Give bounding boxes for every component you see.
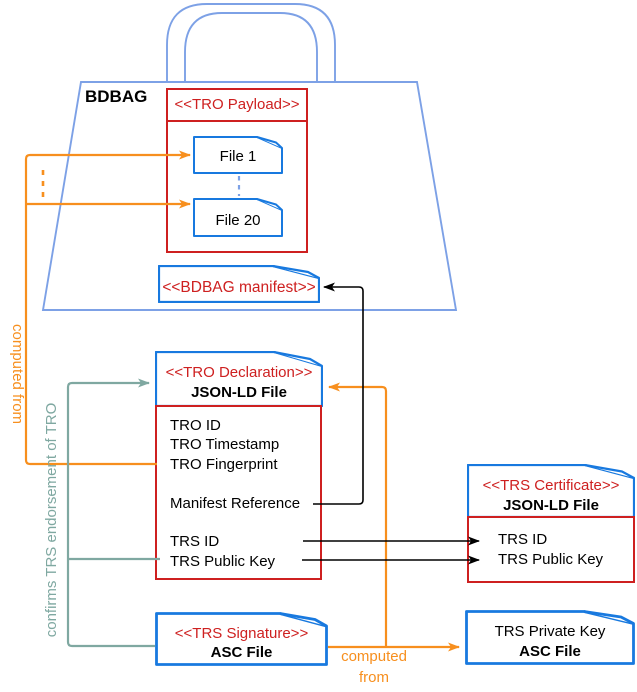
arrow-to-tro-declaration-header bbox=[66, 378, 155, 648]
tro-payload-title: <<TRO Payload>> bbox=[174, 96, 300, 113]
confirms-endorsement-connector[interactable] bbox=[66, 378, 160, 648]
trs-signature-subtitle: ASC File bbox=[210, 644, 273, 661]
file-shape bbox=[155, 612, 328, 666]
dogear-fold-icon bbox=[583, 610, 635, 625]
computed-from-right-connector[interactable] bbox=[328, 382, 460, 652]
file-shape bbox=[465, 610, 635, 665]
bag-handle-outer bbox=[166, 3, 336, 82]
attr-manifest-reference: Manifest Reference bbox=[170, 494, 301, 512]
attr-trs-id: TRS ID bbox=[170, 533, 220, 551]
attr-tro-fingerprint: TRO Fingerprint bbox=[170, 455, 278, 473]
trs-signature-stereotype: <<TRS Signature>> bbox=[174, 625, 309, 642]
tro-declaration-stereotype: <<TRO Declaration>> bbox=[165, 364, 313, 381]
arrow-to-tro-declaration bbox=[328, 382, 388, 647]
dogear-fold-icon bbox=[279, 612, 328, 628]
trs-private-key-subtitle: ASC File bbox=[519, 643, 581, 660]
trs-private-key-title: TRS Private Key bbox=[494, 623, 606, 640]
bag-handle-inner bbox=[184, 12, 318, 82]
attr-spacer bbox=[170, 474, 320, 493]
attr-tro-timestamp: TRO Timestamp bbox=[170, 436, 280, 454]
attr-trs-public-key: TRS Public Key bbox=[498, 551, 604, 568]
confirms-endorsement-label[interactable]: confirms TRS endorsement of TRO bbox=[43, 402, 60, 638]
computed-from-left-label[interactable]: computed from bbox=[9, 324, 26, 425]
attr-trs-public-key: TRS Public Key bbox=[170, 552, 276, 570]
attr-tro-id: TRO ID bbox=[170, 417, 221, 434]
file-20-label: File 20 bbox=[215, 212, 261, 229]
attr-trs-id: TRS ID bbox=[498, 531, 548, 548]
bdbag-manifest-node[interactable]: <<BDBAG manifest>> bbox=[158, 265, 320, 303]
file-shape bbox=[467, 464, 635, 518]
trs-certificate-stereotype: <<TRS Certificate>> bbox=[482, 477, 620, 494]
trs-certificate-subtitle: JSON-LD File bbox=[503, 497, 599, 514]
file-20-node[interactable]: File 20 bbox=[193, 198, 283, 237]
trs-signature-node[interactable]: <<TRS Signature>> ASC File bbox=[155, 612, 328, 666]
trs-certificate-attributes[interactable]: TRS ID TRS Public Key bbox=[467, 516, 635, 583]
tro-declaration-attributes[interactable]: TRO ID TRO Timestamp TRO Fingerprint Man… bbox=[155, 405, 322, 580]
file-1-label: File 1 bbox=[219, 148, 257, 165]
bdbag-manifest-title: <<BDBAG manifest>> bbox=[162, 279, 316, 296]
attr-spacer bbox=[170, 513, 320, 532]
trs-private-key-node[interactable]: TRS Private Key ASC File bbox=[465, 610, 635, 665]
bdbag-label: BDBAG bbox=[85, 87, 148, 106]
computed-from-bottom-label[interactable]: computed from bbox=[341, 648, 407, 686]
file-1-node[interactable]: File 1 bbox=[193, 136, 283, 174]
trs-certificate-node[interactable]: <<TRS Certificate>> JSON-LD File bbox=[467, 464, 635, 518]
dogear-fold-icon bbox=[584, 464, 635, 479]
tro-payload-header: <<TRO Payload>> bbox=[168, 90, 306, 122]
tro-declaration-subtitle: JSON-LD File bbox=[191, 384, 287, 401]
tro-declaration-node[interactable]: <<TRO Declaration>> JSON-LD File bbox=[155, 351, 323, 407]
